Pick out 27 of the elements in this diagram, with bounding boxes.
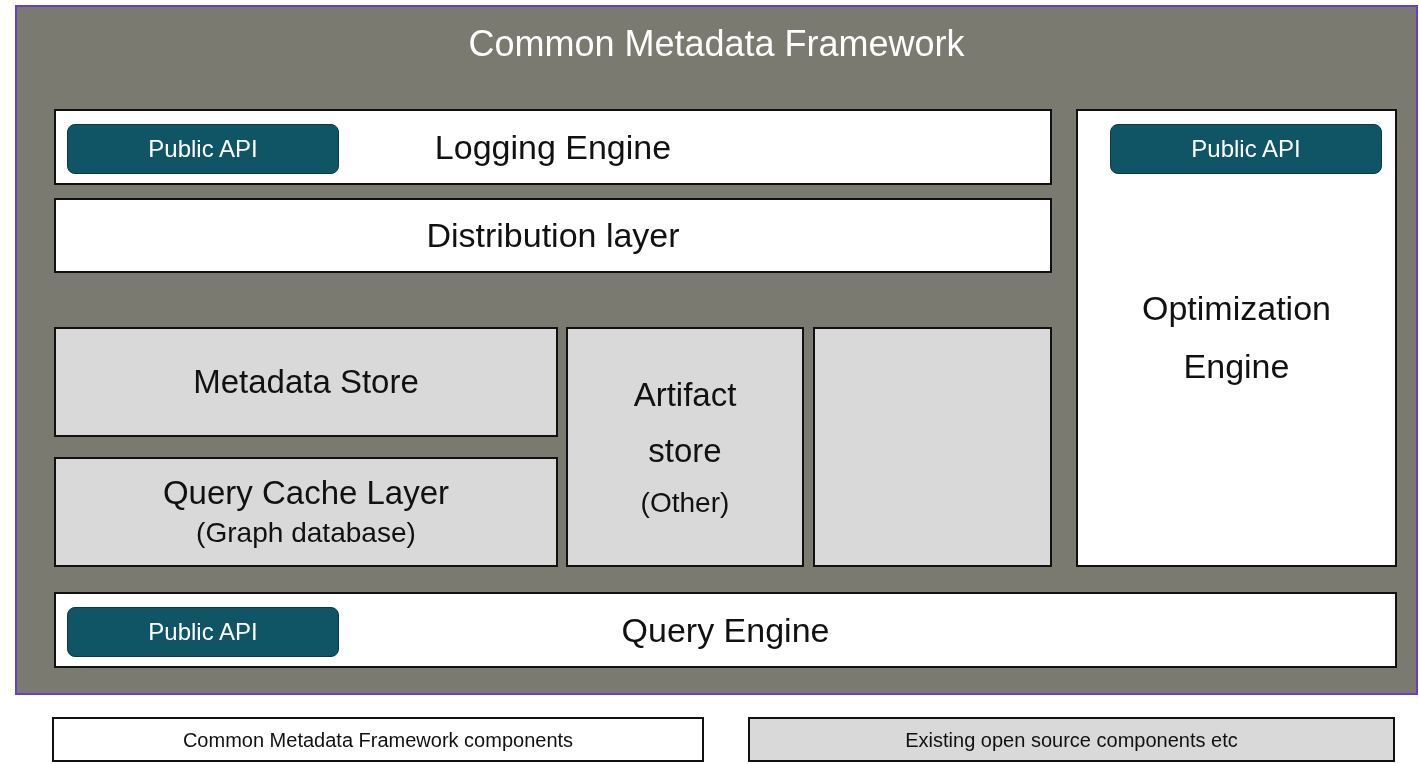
component-box bbox=[54, 457, 558, 567]
component-label: Query Cache Layer bbox=[162, 473, 450, 514]
component-label: Artifact store bbox=[632, 375, 738, 472]
component-note: (Other) bbox=[640, 486, 730, 521]
api-badge bbox=[67, 124, 339, 174]
api-badge bbox=[67, 607, 339, 657]
legend-label: Common Metadata Framework components bbox=[182, 728, 574, 753]
component-box bbox=[54, 592, 1397, 668]
component-label: Distribution layer bbox=[426, 215, 680, 257]
badge-label: Public API bbox=[148, 134, 258, 165]
framework-panel bbox=[15, 5, 1418, 695]
component-box bbox=[1076, 109, 1397, 567]
component-label: Metadata Store bbox=[193, 361, 419, 402]
component-box bbox=[566, 327, 804, 567]
api-badge bbox=[1110, 124, 1382, 174]
panel-title: Common Metadata Framework bbox=[468, 22, 965, 66]
badge-label: Public API bbox=[1191, 134, 1301, 165]
component-box bbox=[813, 327, 1052, 567]
component-label: Logging Engine bbox=[434, 126, 672, 168]
component-box bbox=[54, 198, 1052, 273]
component-box bbox=[54, 109, 1052, 185]
component-label: Query Engine bbox=[621, 609, 830, 651]
badge-label: Public API bbox=[148, 617, 258, 648]
legend-label: Existing open source components etc bbox=[905, 728, 1238, 753]
component-note: (Graph database) bbox=[196, 516, 416, 551]
component-label: Optimization Engine bbox=[1141, 288, 1332, 387]
component-box bbox=[54, 327, 558, 437]
